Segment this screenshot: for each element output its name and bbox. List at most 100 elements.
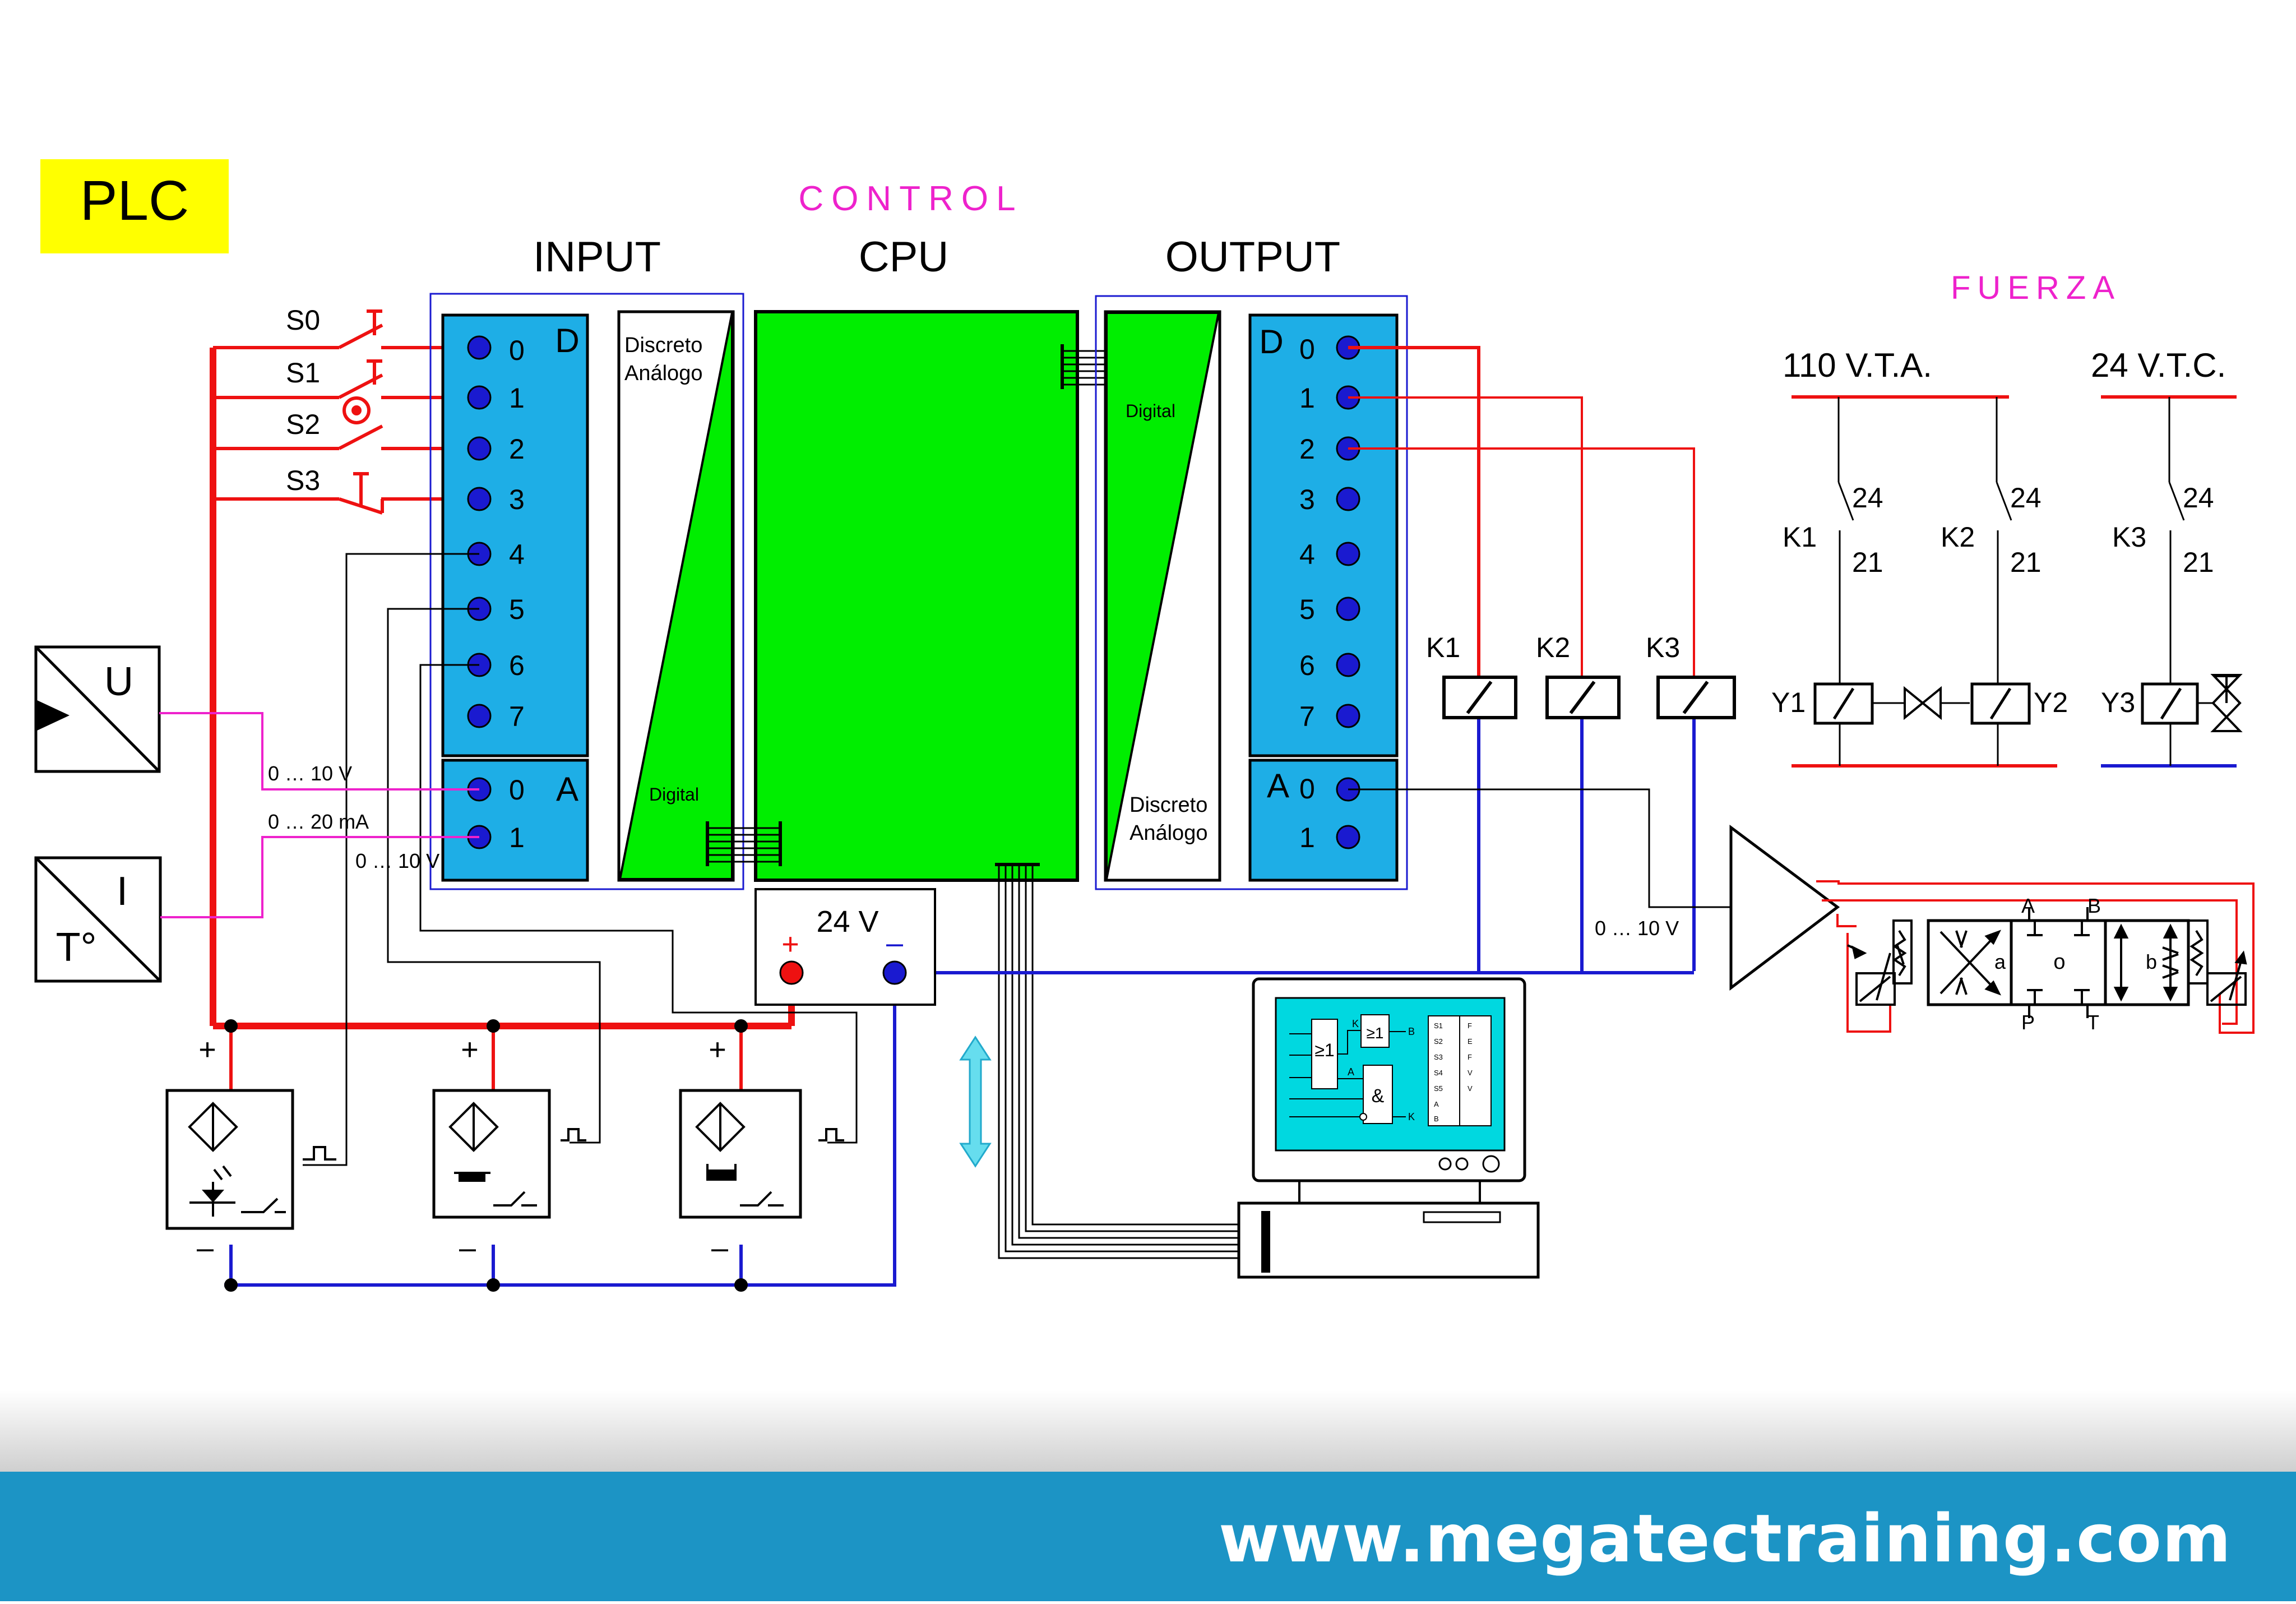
input-arrow-icon <box>36 700 70 731</box>
input-converter-digital: Digital <box>649 784 699 805</box>
truth-row-4-b: V <box>1468 1069 1473 1077</box>
input-channel-2: 2 <box>509 433 525 465</box>
input-terminal-2 <box>467 436 492 461</box>
output-channel-6: 6 <box>1299 650 1315 681</box>
valve-y3-label: Y3 <box>2101 687 2135 718</box>
proportional-valve <box>1847 907 2247 1018</box>
sensor1-minus: – <box>197 1231 214 1265</box>
signal-0-10v-in: 0 … 10 V <box>268 762 352 785</box>
contact-k1-top: 24 <box>1852 482 1883 514</box>
fuerza-circuit <box>1792 395 2243 768</box>
footer-website-link[interactable]: www.megatectraining.com <box>1218 1500 2232 1577</box>
truth-row-1-b: F <box>1468 1021 1472 1030</box>
screen-signal-k2: K <box>1408 1111 1415 1122</box>
input-terminal-7 <box>467 704 492 728</box>
inductive-sensor <box>432 1089 586 1219</box>
truth-row-6-a: A <box>1434 1100 1439 1108</box>
signal-0-20ma-in: 0 … 20 mA <box>268 810 369 833</box>
output-channel-0: 0 <box>1299 334 1315 365</box>
input-channel-7: 7 <box>509 701 525 732</box>
optical-sensor <box>165 1089 336 1230</box>
bus-junctions <box>224 1019 748 1292</box>
input-converter-discreto: Discreto <box>624 334 702 357</box>
amplifier-icon <box>1729 825 1840 991</box>
capacitive-sensor <box>679 1089 844 1219</box>
output-terminal-6 <box>1336 653 1360 677</box>
fuerza-contact-labels: K1 24 21 Y1 K2 24 21 Y2 K3 24 21 Y3 <box>1771 482 2214 718</box>
sensor-signal-wiring <box>303 553 1731 1166</box>
current-temperature-transducer: I T° <box>34 856 162 983</box>
screen-or-gate-2: ≥1 <box>1367 1024 1384 1042</box>
sensor2-minus: – <box>459 1231 476 1265</box>
analog-input-wiring <box>159 712 479 918</box>
output-channel-1: 1 <box>1299 382 1315 414</box>
valve-y1-label: Y1 <box>1771 687 1806 718</box>
input-channel-numbers: 0 1 2 3 4 5 6 7 0 1 <box>509 335 525 853</box>
switch-contacts <box>338 309 384 515</box>
cpu-block <box>754 310 1079 882</box>
contact-k2-coil: K2 <box>1941 521 1975 553</box>
contact-k1-bottom: 21 <box>1852 547 1883 578</box>
input-terminal-0 <box>467 335 492 360</box>
output-terminal-4 <box>1336 542 1360 566</box>
current-transducer-label: I <box>117 869 128 914</box>
output-module-outline <box>1095 295 1408 890</box>
input-converter-wedge <box>618 312 733 880</box>
relay-coils <box>1442 676 1736 719</box>
truth-row-7-a: B <box>1434 1115 1439 1123</box>
contact-k3-top: 24 <box>2183 482 2214 514</box>
input-converter-analogo: Análogo <box>624 362 702 385</box>
signal-0-10v-aux: 0 … 10 V <box>355 849 439 872</box>
output-channel-2: 2 <box>1299 433 1315 465</box>
output-converter-analogo: Análogo <box>1130 821 1207 845</box>
input-terminal-1 <box>467 385 492 410</box>
screen-signal-k: K <box>1352 1018 1359 1029</box>
truth-row-5-a: S5 <box>1434 1084 1443 1093</box>
input-analog-letter: A <box>556 770 578 808</box>
truth-row-1-a: S1 <box>1434 1021 1443 1030</box>
output-analog-letter: A <box>1267 767 1289 805</box>
output-analog-terminal-1 <box>1336 825 1360 849</box>
sensor1-plus: + <box>198 1033 216 1066</box>
input-digital-block <box>441 313 589 757</box>
relay-output-wiring <box>1348 346 1696 971</box>
switch-s1-label: S1 <box>286 357 320 389</box>
sensor3-plus: + <box>709 1033 726 1066</box>
pc-ribbon-cable <box>995 863 1250 1259</box>
output-analog-block <box>1248 759 1399 882</box>
power-supply-plus: + <box>781 927 799 961</box>
output-converter-wedge <box>1105 312 1220 880</box>
relay-k3-label: K3 <box>1646 632 1680 663</box>
output-channel-7: 7 <box>1299 701 1315 732</box>
output-analog-channel-1: 1 <box>1299 822 1315 853</box>
output-digital-letter: D <box>1259 323 1283 360</box>
screen-signal-b: B <box>1408 1026 1415 1037</box>
valve-position-a: a <box>1994 950 2006 973</box>
truth-row-3-a: S3 <box>1434 1053 1443 1061</box>
relay-coil-k2 <box>1545 676 1621 719</box>
cpu-heading: CPU <box>859 233 948 281</box>
computer-tower <box>1237 1201 1540 1279</box>
voltage-transducer-label: U <box>104 659 133 704</box>
contact-k2-bottom: 21 <box>2010 547 2042 578</box>
screen-and-gate: & <box>1372 1085 1385 1107</box>
voltage-transducer: U <box>34 645 161 773</box>
power-supply-negative-terminal <box>882 960 907 985</box>
input-terminal-3 <box>467 487 492 511</box>
truth-row-3-b: F <box>1468 1053 1472 1061</box>
input-analog-channel-0: 0 <box>509 774 525 806</box>
output-terminal-3 <box>1336 487 1360 511</box>
signal-0-10v-out: 0 … 10 V <box>1595 917 1679 940</box>
input-analog-channel-1: 1 <box>509 822 525 853</box>
screen-signal-a: A <box>1348 1066 1354 1078</box>
output-heading: OUTPUT <box>1165 233 1340 281</box>
switch-s0-label: S0 <box>286 304 320 336</box>
sensor2-plus: + <box>461 1033 479 1066</box>
truth-row-4-a: S4 <box>1434 1069 1443 1077</box>
output-channel-numbers: 0 1 2 3 4 5 6 7 0 1 <box>1299 334 1315 853</box>
input-heading: INPUT <box>533 233 661 281</box>
contact-k3-bottom: 21 <box>2183 547 2214 578</box>
